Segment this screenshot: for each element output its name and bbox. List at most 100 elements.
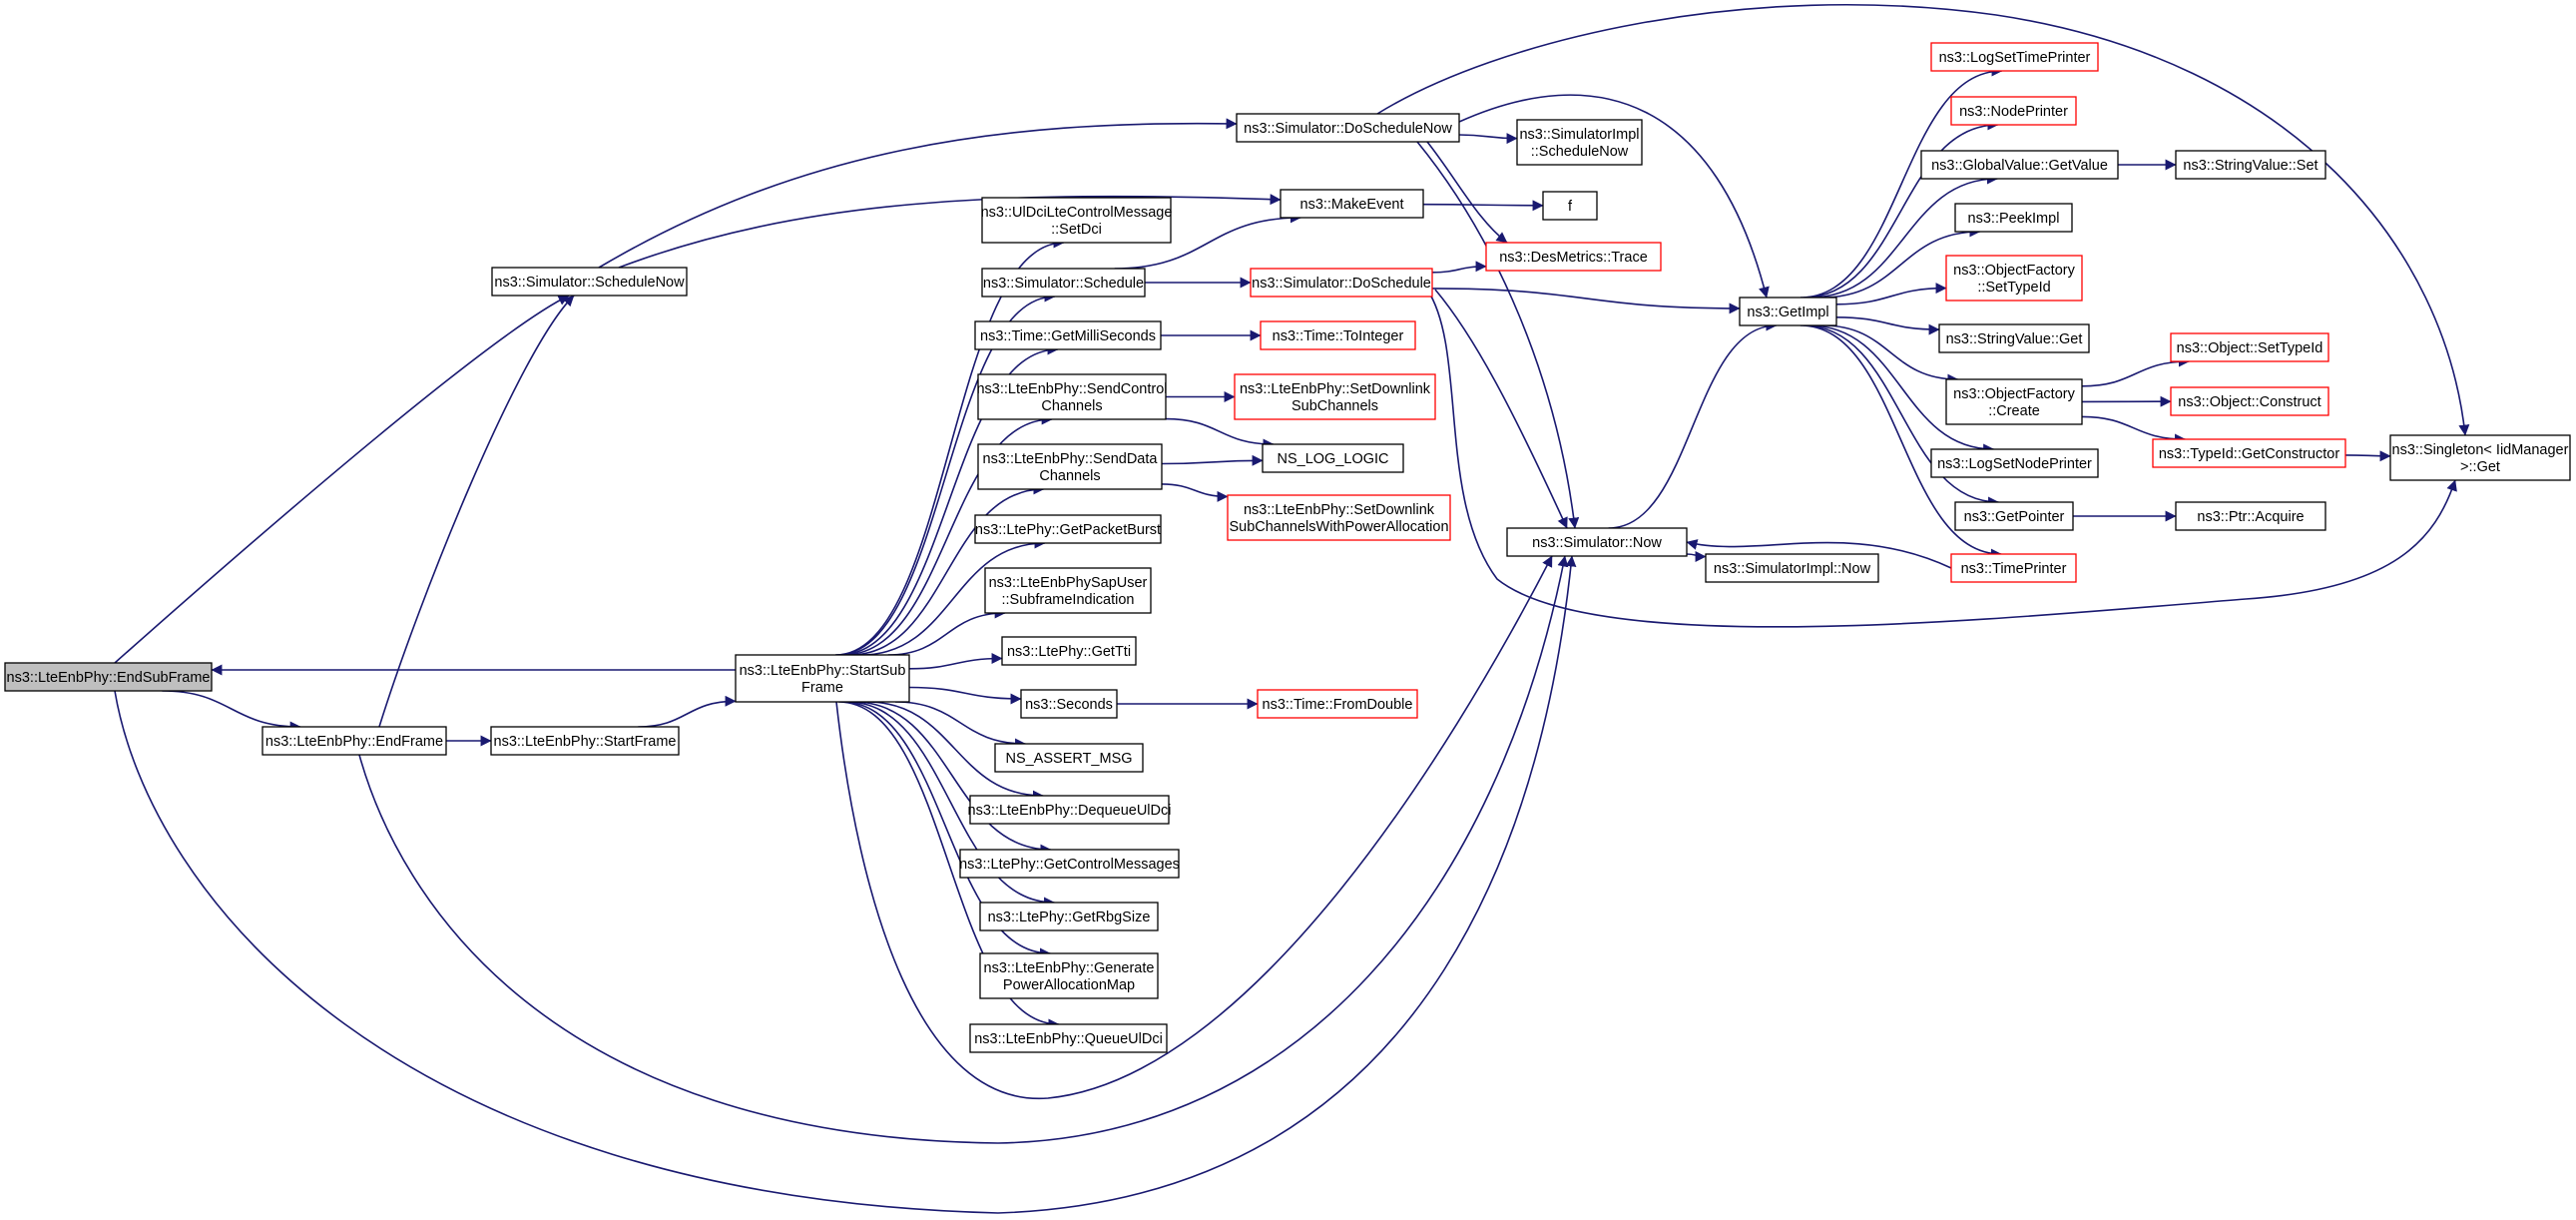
node-startframe[interactable]: ns3::LteEnbPhy::StartFrame [490, 726, 680, 756]
edge-of_create-to-obj_settypeid [2081, 355, 2190, 387]
edge-startsubframe-to-getpacketburst [860, 537, 1046, 656]
node-label: ns3::GlobalValue::GetValue [1931, 158, 2108, 174]
node-box [981, 197, 1172, 244]
node-label: ns3::LtePhy::GetPacketBurst [975, 522, 1161, 538]
node-label: ns3::TimePrinter [1961, 561, 2067, 577]
node-label: ns3::TypeId::GetConstructor [2159, 446, 2340, 462]
node-box [984, 567, 1152, 614]
node-seconds[interactable]: ns3::Seconds [1020, 689, 1118, 719]
edge-now-to-getimpl [1608, 319, 1778, 529]
node-logsettime[interactable]: ns3::LogSetTimePrinter [1930, 42, 2099, 72]
node-box [261, 726, 447, 756]
node-label: SubChannelsWithPowerAllocation [1229, 519, 1448, 535]
node-endsubframe[interactable]: ns3::LteEnbPhy::EndSubFrame [4, 662, 213, 692]
node-genpower[interactable]: ns3::LteEnbPhy::GeneratePowerAllocationM… [979, 952, 1159, 999]
node-box [979, 902, 1159, 931]
node-doschedule[interactable]: ns3::Simulator::DoSchedule [1250, 268, 1433, 298]
node-getimpl[interactable]: ns3::GetImpl [1739, 297, 1837, 326]
edge-getimpl-to-of_create [1822, 324, 1959, 385]
edge-startsubframe-to-senddata [849, 483, 1045, 656]
node-box [4, 662, 213, 692]
node-globalvalue[interactable]: ns3::GlobalValue::GetValue [1920, 150, 2119, 180]
edge-endsubframe-to-now [114, 555, 1577, 1214]
node-box [1485, 242, 1662, 272]
node-label: ns3::Time::FromDouble [1263, 697, 1413, 713]
node-label: Frame [801, 680, 843, 696]
edge-getimpl-to-timeprinter [1800, 324, 2002, 560]
node-obj_construct[interactable]: ns3::Object::Construct [2170, 386, 2329, 416]
edge-getimpl-to-logsetnode [1808, 324, 1995, 455]
node-label: ns3::Simulator::DoSchedule [1252, 276, 1431, 292]
node-label: ns3::MakeEvent [1300, 197, 1404, 213]
node-nsassert[interactable]: NS_ASSERT_MSG [994, 743, 1144, 773]
node-box [2175, 150, 2326, 180]
node-getpacketburst[interactable]: ns3::LtePhy::GetPacketBurst [974, 514, 1162, 544]
node-obj_settypeid[interactable]: ns3::Object::SetTypeId [2170, 332, 2329, 362]
node-sapuser[interactable]: ns3::LteEnbPhySapUser::SubframeIndicatio… [984, 567, 1152, 614]
node-fromdouble[interactable]: ns3::Time::FromDouble [1257, 689, 1418, 719]
node-box [1227, 494, 1451, 541]
node-label: ns3::LteEnbPhy::QueueUlDci [974, 1031, 1163, 1047]
node-desmetrics[interactable]: ns3::DesMetrics::Trace [1485, 242, 1662, 272]
node-endframe[interactable]: ns3::LteEnbPhy::EndFrame [261, 726, 447, 756]
node-tointeger[interactable]: ns3::Time::ToInteger [1260, 320, 1416, 350]
node-box [1020, 689, 1118, 719]
edge-makeevent-to-f [1422, 200, 1544, 212]
node-timeprinter[interactable]: ns3::TimePrinter [1950, 553, 2077, 583]
node-schedule[interactable]: ns3::Simulator::Schedule [981, 268, 1146, 298]
node-f[interactable]: f [1542, 191, 1598, 221]
edge-of_create-to-typeid_getctor [2081, 415, 2187, 445]
node-of_create[interactable]: ns3::ObjectFactory::Create [1945, 378, 2083, 425]
node-typeid_getctor[interactable]: ns3::TypeId::GetConstructor [2152, 438, 2346, 468]
node-simimpl_schednow[interactable]: ns3::SimulatorImpl::ScheduleNow [1516, 119, 1643, 166]
node-label: ns3::LteEnbPhy::SetDownlink [1240, 381, 1431, 397]
node-stringvalue_set[interactable]: ns3::StringValue::Set [2175, 150, 2326, 180]
node-schedulenow[interactable]: ns3::Simulator::ScheduleNow [491, 267, 688, 297]
node-box [1001, 636, 1137, 666]
node-label: ns3::Simulator::Schedule [983, 276, 1144, 292]
edge-doschedule-to-getimpl [1431, 288, 1741, 314]
node-label: ns3::LteEnbPhy::SendControl [976, 381, 1167, 397]
node-label: ns3::StringValue::Set [2183, 158, 2318, 174]
node-label: ns3::GetPointer [1964, 509, 2065, 525]
node-makeevent[interactable]: ns3::MakeEvent [1280, 189, 1424, 219]
node-box [1950, 96, 2077, 126]
node-dequeue[interactable]: ns3::LteEnbPhy::DequeueUlDci [968, 795, 1172, 825]
node-label: ns3::Object::SetTypeId [2177, 340, 2323, 356]
node-doschedulenow[interactable]: ns3::Simulator::DoScheduleNow [1236, 113, 1460, 143]
node-nodeprinter[interactable]: ns3::NodePrinter [1950, 96, 2077, 126]
node-setdownlinkpa[interactable]: ns3::LteEnbPhy::SetDownlinkSubChannelsWi… [1227, 494, 1451, 541]
node-logsetnode[interactable]: ns3::LogSetNodePrinter [1930, 448, 2099, 478]
node-getpointer[interactable]: ns3::GetPointer [1954, 501, 2074, 531]
node-label: f [1568, 199, 1573, 215]
node-box [2170, 386, 2329, 416]
node-getrbgsize[interactable]: ns3::LtePhy::GetRbgSize [979, 902, 1159, 931]
node-label: ns3::ObjectFactory [1953, 263, 2075, 279]
node-box [1705, 553, 1879, 583]
node-stringvalue_get[interactable]: ns3::StringValue::Get [1938, 323, 2090, 353]
node-label: ns3::Simulator::DoScheduleNow [1244, 121, 1452, 137]
node-now[interactable]: ns3::Simulator::Now [1506, 527, 1688, 557]
node-singleton[interactable]: ns3::Singleton< IidManager>::Get [2389, 434, 2571, 481]
node-box [1280, 189, 1424, 219]
node-box [979, 952, 1159, 999]
node-peekimpl[interactable]: ns3::PeekImpl [1954, 203, 2073, 233]
node-gettti[interactable]: ns3::LtePhy::GetTti [1001, 636, 1137, 666]
edge-getimpl-to-of_settypeid [1835, 283, 1947, 305]
node-ptr_acquire[interactable]: ns3::Ptr::Acquire [2175, 501, 2326, 531]
node-of_settypeid[interactable]: ns3::ObjectFactory::SetTypeId [1945, 255, 2083, 302]
node-getctrlmsgs[interactable]: ns3::LtePhy::GetControlMessages [959, 849, 1180, 879]
node-simimpl_now[interactable]: ns3::SimulatorImpl::Now [1705, 553, 1879, 583]
node-uldci_setdci[interactable]: ns3::UlDciLteControlMessage::SetDci [981, 197, 1173, 244]
node-queueul[interactable]: ns3::LteEnbPhy::QueueUlDci [969, 1023, 1168, 1053]
node-getmilli[interactable]: ns3::Time::GetMilliSeconds [974, 320, 1162, 350]
edge-doschedulenow-to-getimpl [1458, 94, 1770, 299]
edge-getimpl-to-getpointer [1803, 324, 2000, 508]
node-label: ns3::LteEnbPhy::StartFrame [494, 734, 677, 750]
node-nslog[interactable]: NS_LOG_LOGIC [1262, 443, 1404, 473]
node-box [1950, 553, 2077, 583]
